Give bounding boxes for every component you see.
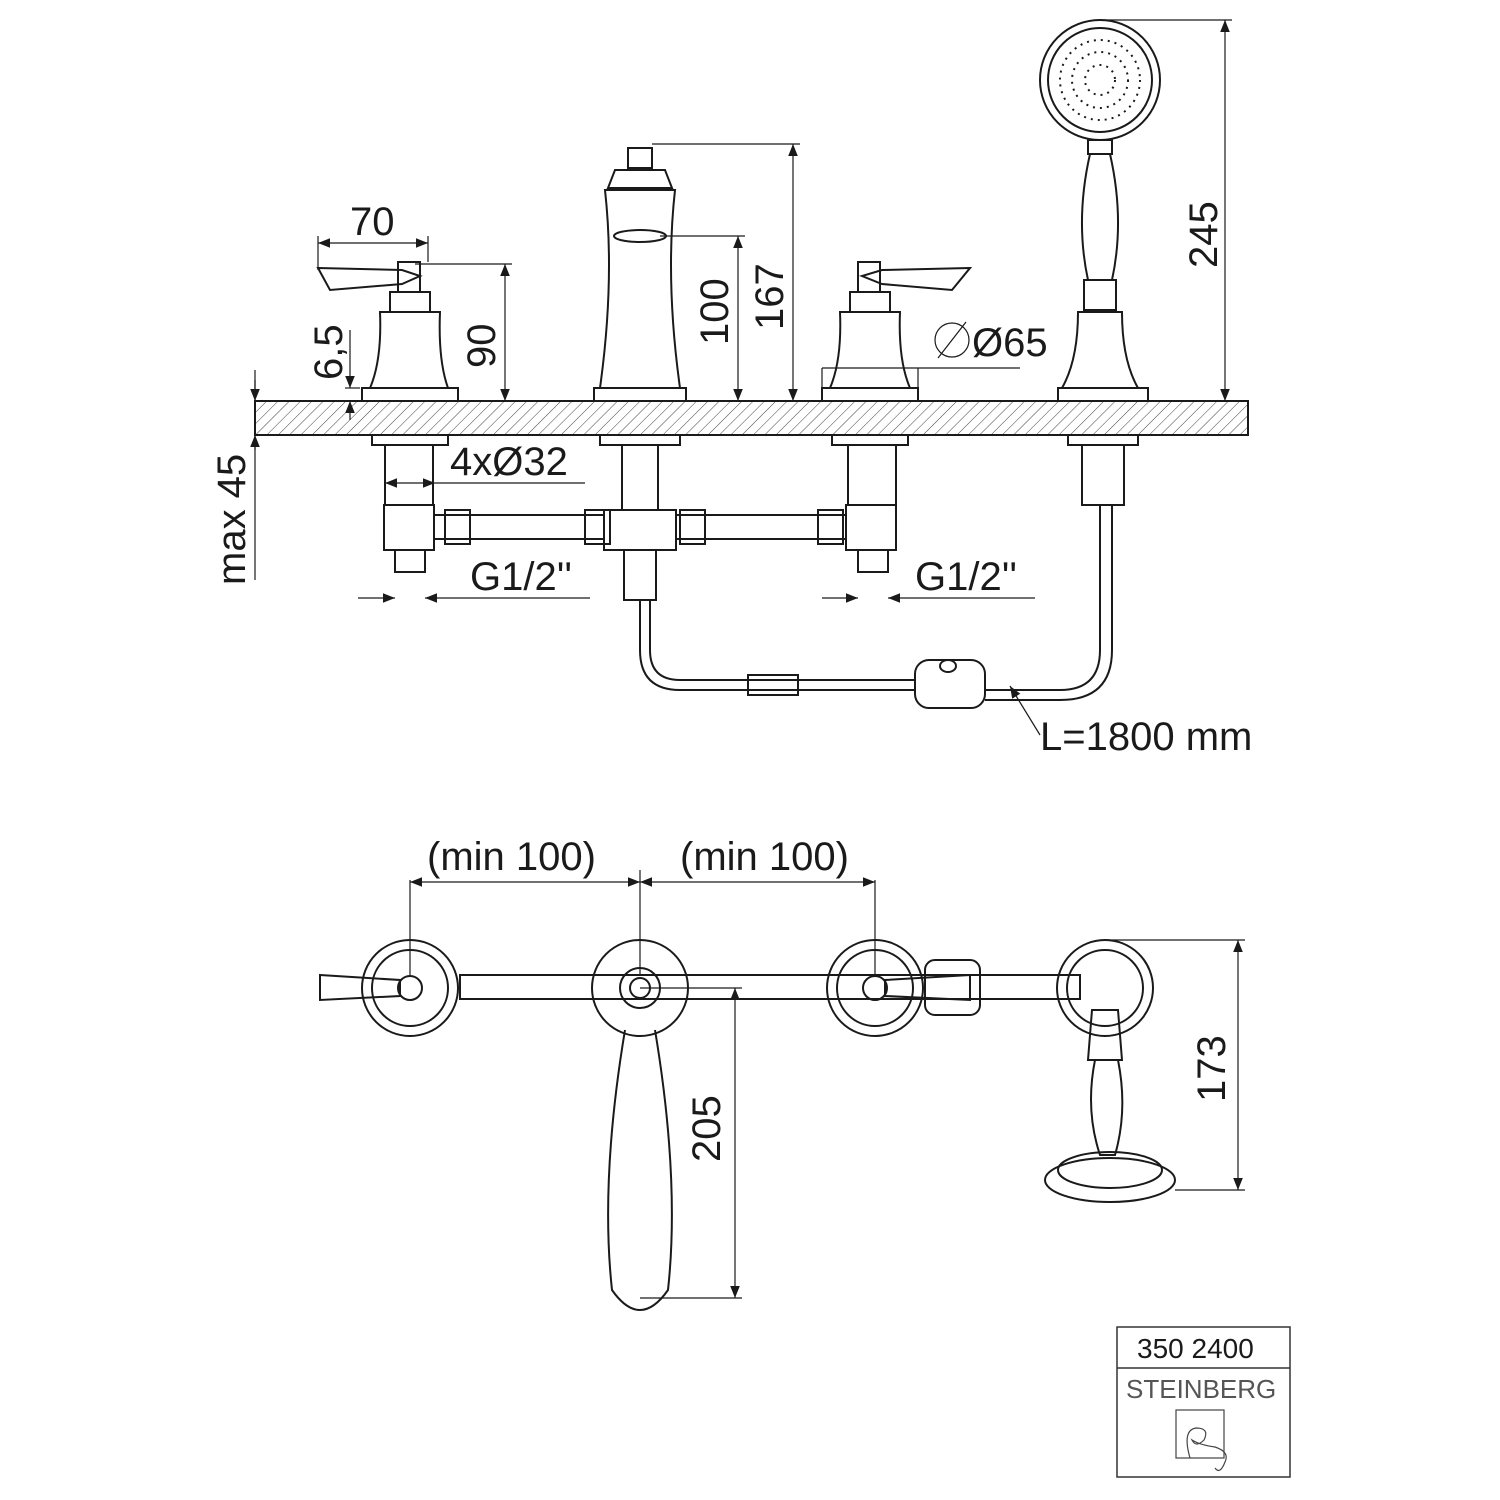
connector-hoses bbox=[433, 509, 847, 545]
left-valve bbox=[316, 261, 459, 573]
front-view: 70 90 6,5 100 167 Ø65 245 max 45 4xØ32 G… bbox=[210, 19, 1252, 759]
top-view-parts bbox=[319, 939, 1176, 1311]
dim-diameter: Ø65 bbox=[972, 321, 1048, 365]
dim-shower-height: 245 bbox=[1182, 201, 1226, 268]
brand-logo-icon bbox=[1175, 1409, 1227, 1472]
dim-spacing-right: (min 100) bbox=[680, 835, 849, 879]
title-block: 350 2400 STEINBERG bbox=[1116, 1326, 1291, 1478]
front-dimension-lines bbox=[250, 19, 1232, 736]
article-number: 350 2400 bbox=[1137, 1333, 1254, 1364]
hose-length: L=1800 mm bbox=[1040, 715, 1252, 759]
brand-name: STEINBERG bbox=[1126, 1374, 1276, 1404]
dim-flange: 6,5 bbox=[307, 324, 351, 380]
dim-spout-reach: 205 bbox=[685, 1095, 729, 1162]
deck-slab bbox=[254, 400, 1249, 436]
hand-shower bbox=[914, 19, 1161, 709]
diameter-symbol bbox=[934, 321, 970, 359]
top-dimension-lines bbox=[409, 870, 1245, 1299]
right-valve bbox=[821, 261, 973, 573]
dim-spacing-left: (min 100) bbox=[427, 835, 596, 879]
thread-right: G1/2'' bbox=[915, 555, 1017, 599]
dim-handle-height: 90 bbox=[460, 324, 504, 369]
spout bbox=[593, 147, 915, 696]
dim-spout-height: 167 bbox=[748, 263, 792, 330]
top-view: (min 100) (min 100) 205 173 bbox=[319, 835, 1245, 1311]
dim-deck-max: max 45 bbox=[210, 454, 254, 585]
dim-spout-outlet: 100 bbox=[693, 278, 737, 345]
dim-holes: 4xØ32 bbox=[450, 440, 568, 484]
dim-shower-depth: 173 bbox=[1190, 1035, 1234, 1102]
thread-left: G1/2'' bbox=[470, 555, 572, 599]
dim-handle-width: 70 bbox=[350, 200, 395, 244]
